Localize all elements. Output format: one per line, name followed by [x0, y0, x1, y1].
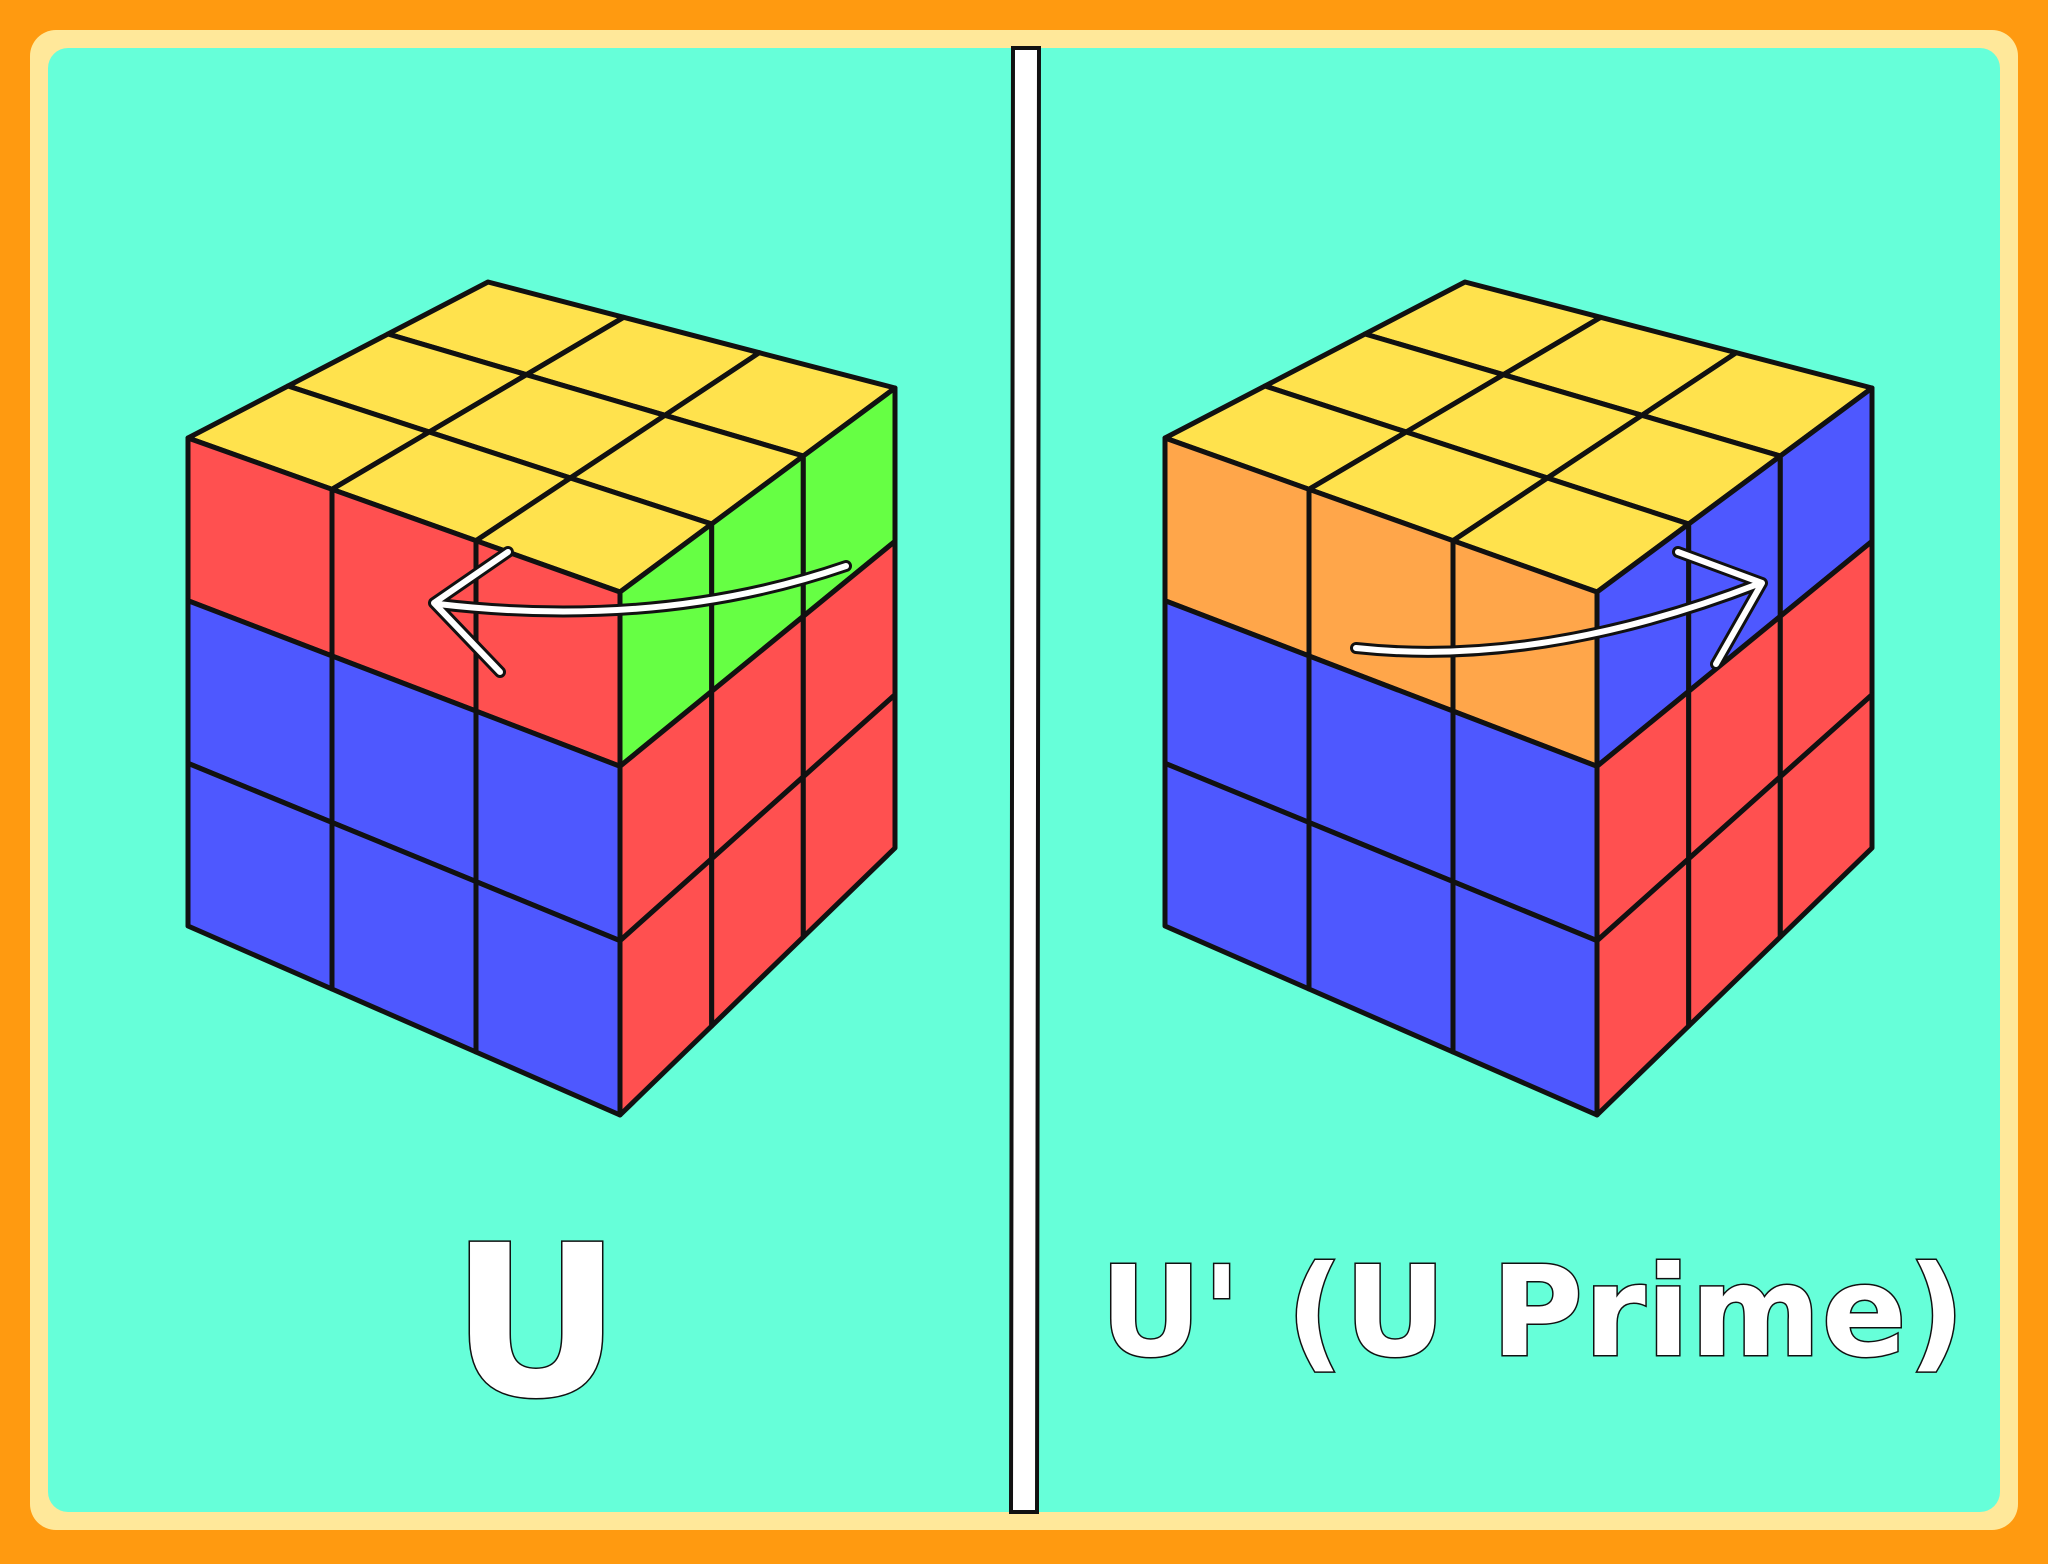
turn-arrow-left-icon: [428, 546, 852, 678]
divider: [1008, 46, 1042, 1514]
move-label-u: U: [449, 1200, 623, 1445]
right-face-sticker: [1777, 692, 1875, 940]
turn-arrow-right-icon: [1350, 546, 1768, 670]
move-label-u-prime: U' (U Prime): [1099, 1240, 1967, 1385]
right-face-sticker: [800, 692, 898, 940]
cube-left: [185, 279, 898, 1118]
cube-right: [1162, 279, 1875, 1118]
